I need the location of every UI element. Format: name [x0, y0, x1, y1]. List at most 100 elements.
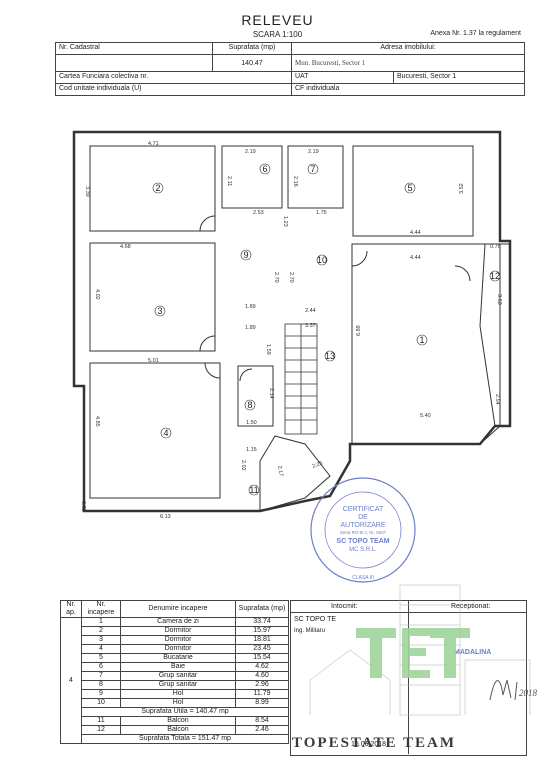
- outer-wall: [72, 130, 512, 513]
- intocmit-label: Intocmit:: [331, 603, 358, 610]
- dimension-label: 3.63: [496, 294, 502, 305]
- column-header: Denumire incapere: [120, 600, 236, 618]
- dimension-label: 2.54: [494, 394, 500, 405]
- date-label: 15.06.2018: [351, 741, 387, 748]
- room-11-outline: [259, 435, 331, 512]
- adresa-label: Adresa imobilului:: [291, 42, 525, 55]
- info-table: Nr. Cadastral Suprafata (mp) Adresa imob…: [55, 42, 525, 96]
- receiver-name: MADALINA: [454, 649, 492, 656]
- room-number-5: 5: [407, 183, 412, 193]
- dimension-label: 4.44: [410, 255, 421, 261]
- dimension-label: 6.89: [356, 325, 362, 336]
- dimension-label: 2.19: [245, 149, 256, 155]
- column-header: Suprafata (mp): [235, 600, 289, 618]
- page-title: RELEVEU: [241, 12, 314, 28]
- brand-watermark: TOPESTATE TEAM: [292, 735, 457, 751]
- column-header: Nr. incapere: [81, 600, 121, 618]
- svg-text:CLASA III: CLASA III: [352, 575, 374, 581]
- dimension-label: 0.92: [80, 501, 86, 512]
- room-7-outline: [287, 145, 344, 209]
- signature-box: Intocmit: Receptionat: SC TOPO TE Ing. M…: [290, 600, 527, 756]
- dimension-label: 2.25: [312, 461, 324, 470]
- table-row: Suprafata Totala = 151.47 mp: [61, 734, 289, 744]
- door-arc: [199, 215, 216, 232]
- room-number-11: 11: [249, 485, 258, 495]
- svg-text:2018: 2018: [519, 688, 538, 698]
- adresa-value: Mun. Bucuresti, Sector 1: [291, 54, 525, 72]
- column-header: Nr. ap.: [60, 600, 82, 618]
- cod-label: Cod unitate individuala (U): [55, 83, 292, 96]
- dimension-label: 0.76: [490, 244, 501, 250]
- dimension-label: 2.14: [268, 388, 274, 399]
- room-4-outline: [89, 362, 221, 499]
- floor-plan: 1 2 3 4 5 6 7 8 9 10 11 12 13 4.71 2.19 …: [72, 130, 512, 520]
- company-name: SC TOPO TE: [294, 616, 337, 623]
- table-row: Suprafata Utila = 140.47 mp: [61, 707, 289, 717]
- dimension-label: 1.15: [246, 447, 257, 453]
- door-arc: [204, 362, 221, 379]
- dimension-label: 2.53: [253, 210, 264, 216]
- room-number-8: 8: [247, 400, 252, 410]
- room-number-4: 4: [163, 428, 168, 438]
- suprafata-label: Suprafata (mp): [212, 42, 292, 55]
- apartment-number: 4: [60, 617, 82, 744]
- svg-text:DE: DE: [358, 514, 368, 521]
- room-1-outline: [351, 243, 501, 445]
- uat-label: UAT: [291, 71, 394, 84]
- handwritten-signature: 2018: [485, 670, 545, 715]
- room-number-10: 10: [317, 255, 327, 265]
- dimension-label: 1.23: [282, 216, 288, 227]
- annex-label: Anexa Nr. 1.37 la regulament: [430, 30, 521, 37]
- svg-text:MC S.R.L.: MC S.R.L.: [349, 547, 377, 553]
- util-area: Suprafata Utila = 140.47 mp: [81, 707, 289, 717]
- scale-label: SCARA 1:100: [252, 30, 303, 39]
- uat-value: Bucuresti, Sector 1: [393, 71, 525, 84]
- door-arc: [351, 250, 368, 267]
- svg-text:SC TOPO TEAM: SC TOPO TEAM: [336, 538, 389, 545]
- dimension-label: 2.16: [292, 176, 298, 187]
- dimension-label: 2.19: [308, 149, 319, 155]
- engineer-name: Ing. Militaru: [294, 628, 326, 634]
- dimension-label: 1.59: [265, 344, 271, 355]
- receptionat-label: Receptionat:: [451, 603, 491, 610]
- room-2-outline: [89, 145, 216, 232]
- cadastral-label: Nr. Cadastral: [55, 42, 213, 55]
- room-number-3: 3: [157, 306, 162, 316]
- dimension-label: 1.89: [245, 304, 256, 310]
- rooms-table: Nr. ap. Nr. incapere Denumire incapere S…: [60, 600, 289, 744]
- certification-stamp: CERTIFICAT DE AUTORIZARE Seria RO-B-J, N…: [310, 477, 416, 583]
- dimension-label: 3.39: [84, 186, 90, 197]
- dimension-label: 4.71: [148, 141, 159, 147]
- room-6-outline: [221, 145, 283, 209]
- dimension-label: 4.68: [120, 244, 131, 250]
- dimension-label: 4.02: [94, 289, 100, 300]
- room-number-2: 2: [155, 183, 160, 193]
- dimension-label: 1.75: [316, 210, 327, 216]
- dimension-label: 4.44: [410, 230, 421, 236]
- suprafata-value: 140.47: [212, 54, 292, 72]
- dimension-label: 3.37: [305, 323, 316, 329]
- room-5-outline: [352, 145, 474, 237]
- dimension-label: 3.52: [459, 183, 465, 194]
- dimension-label: 2.17: [276, 465, 284, 477]
- dimension-label: 2.02: [240, 460, 246, 471]
- dimension-label: 1.50: [246, 420, 257, 426]
- door-arc: [454, 265, 471, 282]
- dimension-label: 2.70: [273, 272, 279, 283]
- cf-label: CF individuala: [291, 83, 525, 96]
- dimension-label: 2.11: [226, 176, 232, 186]
- dimension-label: 6.13: [160, 514, 171, 520]
- cartea-label: Cartea Funciara colectiva nr.: [55, 71, 292, 84]
- svg-text:CERTIFICAT: CERTIFICAT: [343, 506, 384, 513]
- room-number-1: 1: [419, 335, 424, 345]
- room-3-outline: [89, 242, 216, 352]
- door-arc: [199, 335, 216, 352]
